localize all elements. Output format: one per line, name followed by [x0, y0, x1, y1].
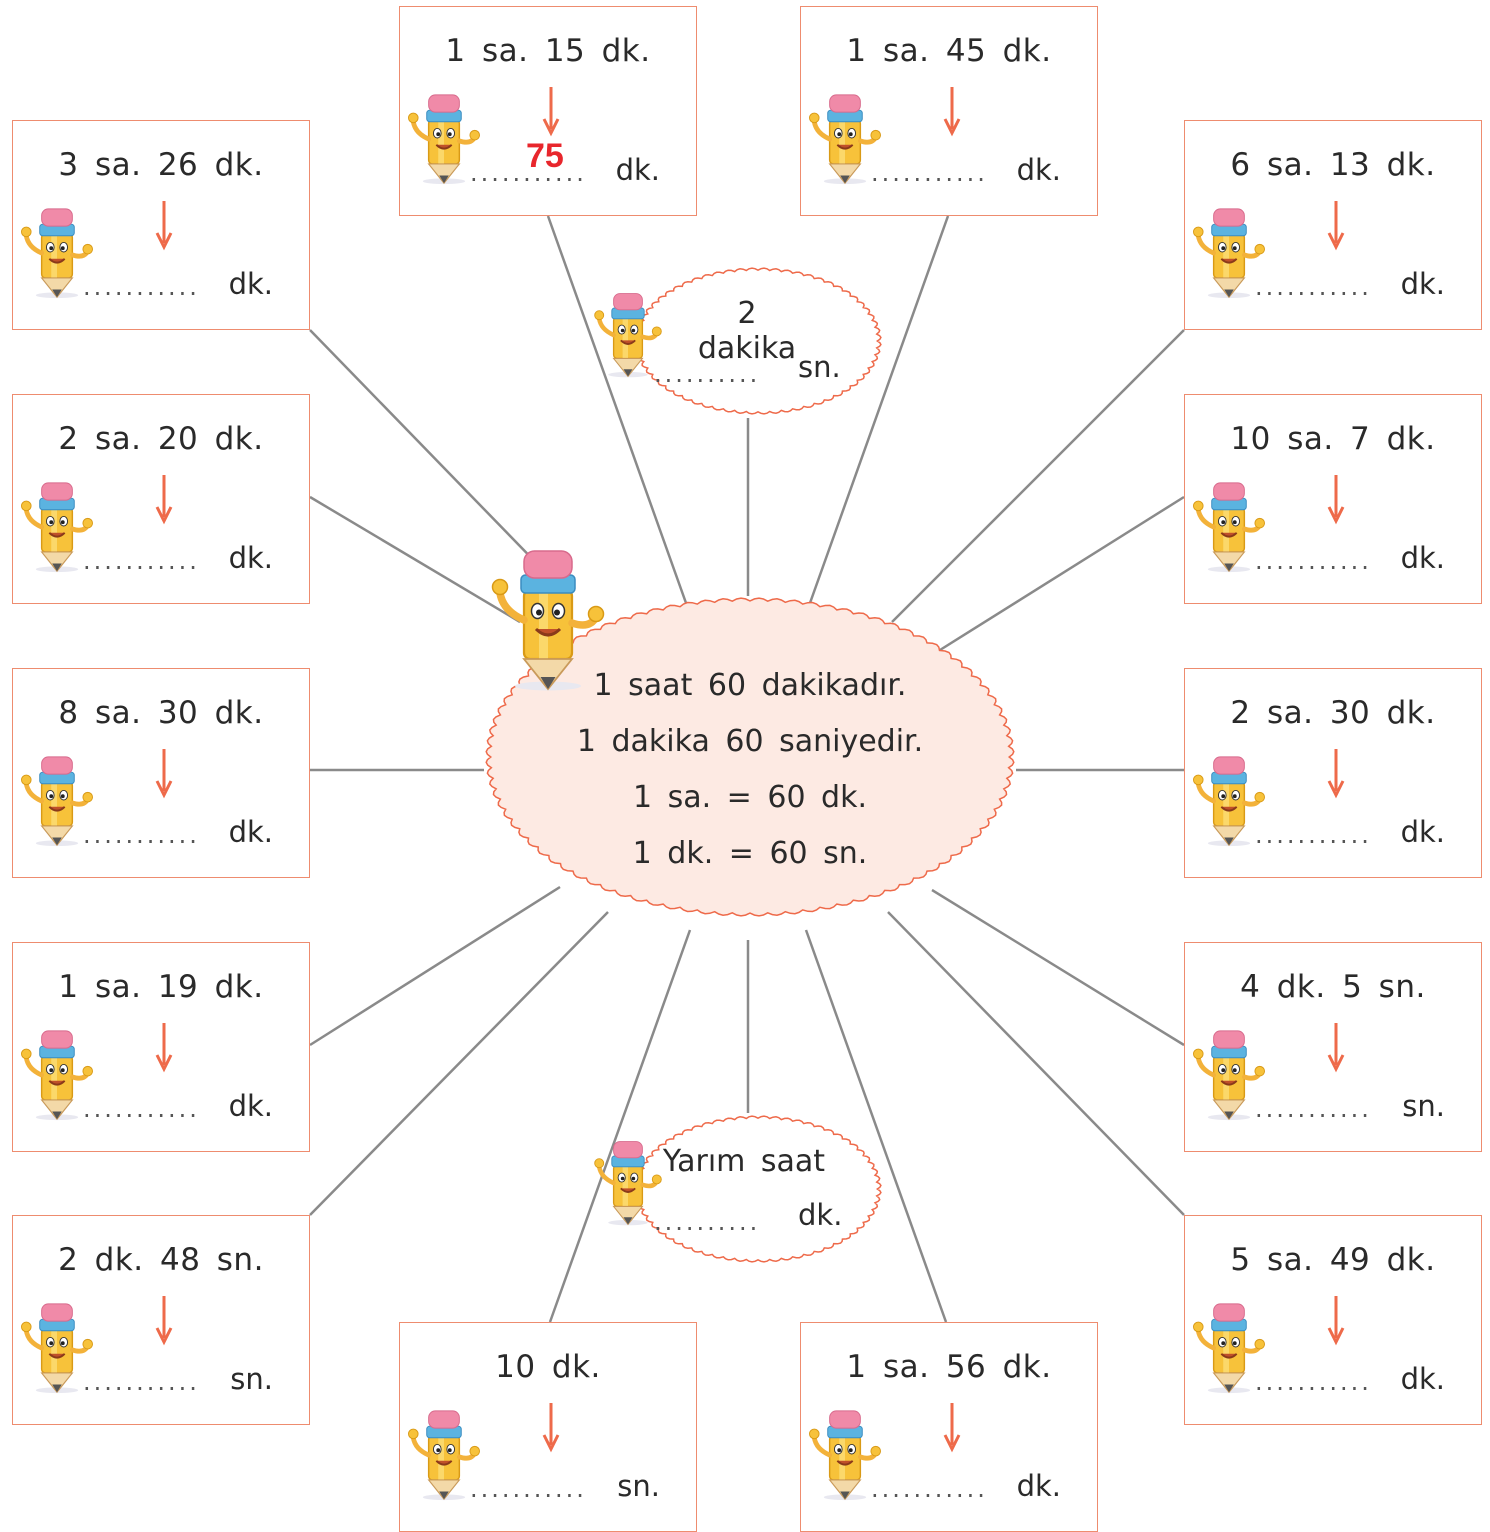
box-question: 8 sa. 30 dk. [13, 695, 309, 731]
unit-label: dk. [1401, 267, 1445, 301]
box-question: 2 dk. 48 sn. [13, 1242, 309, 1278]
box-1sa-15dk: 1 sa. 15 dk. ........... 75 dk. [399, 6, 697, 216]
answer-dots[interactable]: ........... [871, 1475, 988, 1503]
unit-label: dk. [229, 1089, 273, 1123]
box-1sa-45dk: 1 sa. 45 dk. ........... dk. [800, 6, 1098, 216]
down-arrow-icon [941, 85, 963, 137]
down-arrow-icon [153, 1294, 175, 1346]
center-line-2: 1 dakika 60 saniyedir. [484, 724, 1016, 759]
answer-dots[interactable]: ........... [1255, 547, 1372, 575]
box-question: 5 sa. 49 dk. [1185, 1242, 1481, 1278]
unit-label: dk. [798, 1198, 842, 1232]
unit-label: dk. [1017, 1469, 1061, 1503]
box-2sa-30dk: 2 sa. 30 dk. ........... dk. [1184, 668, 1482, 878]
box-8sa-30dk: 8 sa. 30 dk. ........... dk. [12, 668, 310, 878]
answer-dots[interactable]: ........... [83, 547, 200, 575]
down-arrow-icon [540, 85, 562, 137]
answer-dots[interactable]: ........... [1255, 1095, 1372, 1123]
unit-label: dk. [1401, 541, 1445, 575]
answer-dots[interactable]: ........... [83, 821, 200, 849]
answer-dots[interactable]: ........... [83, 1095, 200, 1123]
box-10dk: 10 dk. ........... sn. [399, 1322, 697, 1532]
box-10sa-7dk: 10 sa. 7 dk. ........... dk. [1184, 394, 1482, 604]
pencil-mascot-icon [488, 545, 608, 695]
box-question: 1 sa. 45 dk. [801, 33, 1097, 69]
down-arrow-icon [1325, 1294, 1347, 1346]
box-2dk-48sn: 2 dk. 48 sn. ........... sn. [12, 1215, 310, 1425]
box-question: 10 sa. 7 dk. [1185, 421, 1481, 457]
bubble-yarim-saat: Yarım saat .......... dk. [592, 1110, 884, 1268]
answer-dots[interactable]: ........... [871, 159, 988, 187]
answer-value: 75 [526, 137, 564, 176]
unit-label: sn. [1402, 1089, 1445, 1123]
unit-label: sn. [798, 350, 841, 384]
answer-dots[interactable]: ........... [1255, 273, 1372, 301]
unit-label: dk. [1401, 1362, 1445, 1396]
bubble-question: 2 dakika [692, 296, 802, 366]
down-arrow-icon [1325, 473, 1347, 525]
down-arrow-icon [540, 1401, 562, 1453]
box-5sa-49dk: 5 sa. 49 dk. ........... dk. [1184, 1215, 1482, 1425]
box-question: 10 dk. [400, 1349, 696, 1385]
down-arrow-icon [153, 747, 175, 799]
box-question: 1 sa. 15 dk. [400, 33, 696, 69]
center-line-4: 1 dk. = 60 sn. [484, 836, 1016, 871]
box-3sa-26dk: 3 sa. 26 dk. ........... dk. [12, 120, 310, 330]
down-arrow-icon [153, 1021, 175, 1073]
unit-label: sn. [617, 1469, 660, 1503]
down-arrow-icon [941, 1401, 963, 1453]
answer-dots[interactable]: ........... [83, 273, 200, 301]
unit-label: dk. [1401, 815, 1445, 849]
answer-dots[interactable]: ........... [1255, 821, 1372, 849]
box-question: 2 sa. 30 dk. [1185, 695, 1481, 731]
answer-dots[interactable]: .......... [654, 360, 760, 388]
box-question: 4 dk. 5 sn. [1185, 969, 1481, 1005]
answer-dots[interactable]: ........... [470, 1475, 587, 1503]
answer-dots[interactable]: ........... [1255, 1368, 1372, 1396]
box-question: 6 sa. 13 dk. [1185, 147, 1481, 183]
box-1sa-19dk: 1 sa. 19 dk. ........... dk. [12, 942, 310, 1152]
box-question: 3 sa. 26 dk. [13, 147, 309, 183]
box-question: 1 sa. 19 dk. [13, 969, 309, 1005]
box-4dk-5sn: 4 dk. 5 sn. ........... sn. [1184, 942, 1482, 1152]
unit-label: dk. [616, 153, 660, 187]
center-line-3: 1 sa. = 60 dk. [484, 780, 1016, 815]
unit-label: dk. [229, 815, 273, 849]
unit-label: dk. [1017, 153, 1061, 187]
bubble-2-dakika: 2 dakika .......... sn. [592, 262, 884, 420]
unit-label: sn. [230, 1362, 273, 1396]
box-6sa-13dk: 6 sa. 13 dk. ........... dk. [1184, 120, 1482, 330]
answer-dots[interactable]: ........... [83, 1368, 200, 1396]
bubble-question: Yarım saat [654, 1144, 834, 1179]
answer-dots[interactable]: .......... [654, 1208, 760, 1236]
down-arrow-icon [153, 199, 175, 251]
box-2sa-20dk: 2 sa. 20 dk. ........... dk. [12, 394, 310, 604]
down-arrow-icon [1325, 199, 1347, 251]
down-arrow-icon [153, 473, 175, 525]
box-1sa-56dk: 1 sa. 56 dk. ........... dk. [800, 1322, 1098, 1532]
box-question: 2 sa. 20 dk. [13, 421, 309, 457]
down-arrow-icon [1325, 1021, 1347, 1073]
unit-label: dk. [229, 541, 273, 575]
down-arrow-icon [1325, 747, 1347, 799]
box-question: 1 sa. 56 dk. [801, 1349, 1097, 1385]
unit-label: dk. [229, 267, 273, 301]
